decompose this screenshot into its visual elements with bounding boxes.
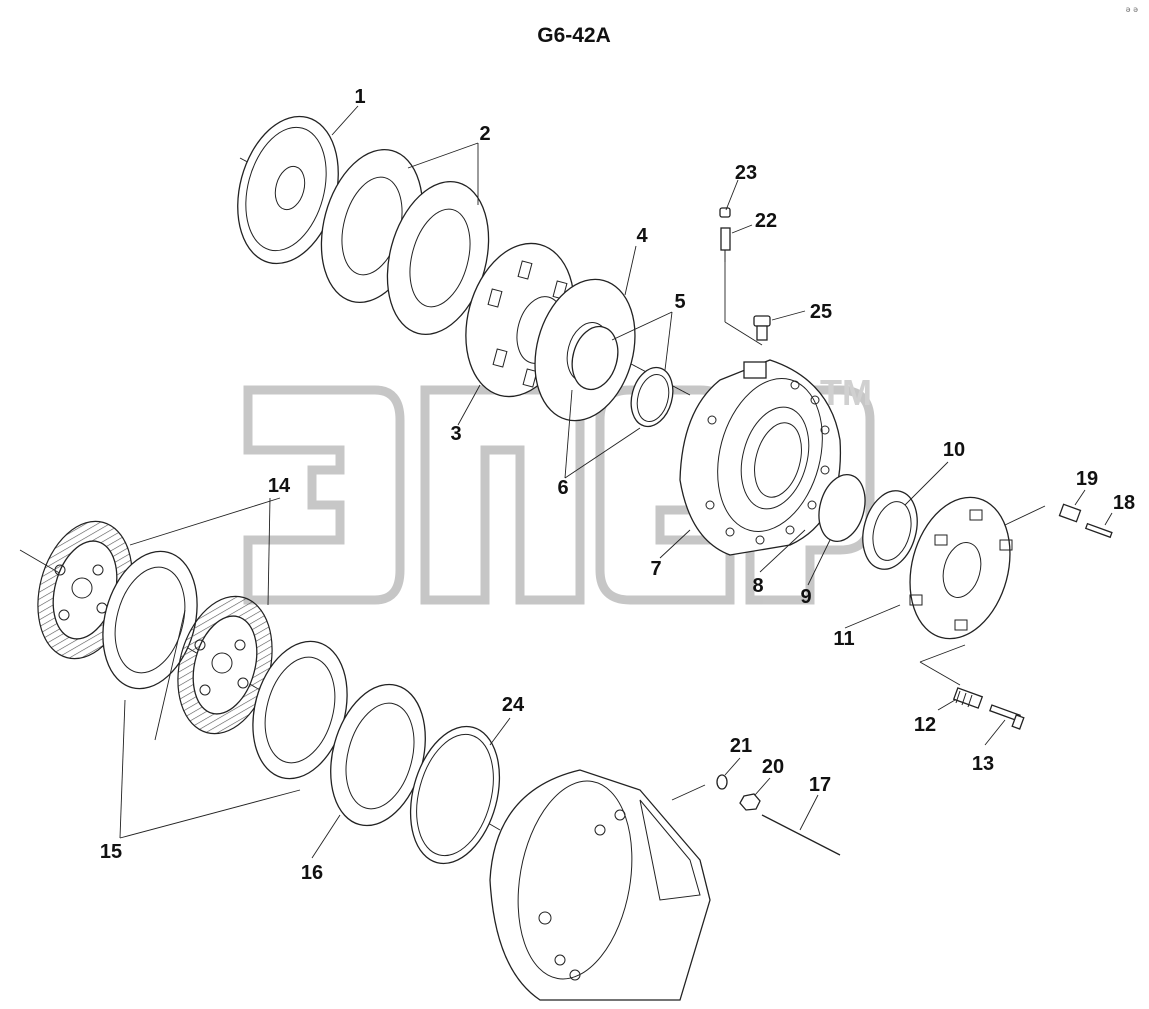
callout-5: 5: [674, 291, 685, 313]
callout-25: 25: [810, 301, 832, 323]
part-5-bearing-ring: [571, 325, 619, 391]
part-18-screw: [1084, 522, 1113, 539]
part-20-nut: [739, 793, 761, 811]
leader-lines: [119, 105, 1113, 859]
callout-16: 16: [301, 862, 323, 884]
axle-housing: [489, 769, 711, 1001]
part-9-ring: [818, 474, 866, 542]
part-2-friction-rings: [320, 148, 490, 336]
part-24-shim: [409, 725, 501, 865]
callout-13: 13: [972, 753, 994, 775]
callout-22: 22: [755, 210, 777, 232]
callout-17: 17: [809, 774, 831, 796]
callout-4: 4: [636, 225, 648, 247]
part-17-stud: [761, 814, 841, 856]
callout-18: 18: [1113, 492, 1135, 514]
callout-21: 21: [730, 735, 752, 757]
part-12-spring: [952, 687, 984, 709]
part-15-friction-disc-b: [177, 595, 273, 735]
part-13-bolt: [989, 704, 1025, 730]
callout-11: 11: [833, 628, 854, 650]
part-7-housing: [679, 359, 842, 556]
callout-labels: 1 2 3 4 5 6 7 8 9 10 11 12 13 14 15 16 1…: [100, 86, 1135, 884]
part-25-plug: [753, 315, 771, 341]
callout-24: 24: [502, 694, 525, 716]
corner-mark: ǝ ǝ: [1126, 5, 1138, 14]
callout-1: 1: [354, 86, 365, 108]
part-21-washer: [716, 774, 728, 790]
callout-9: 9: [800, 586, 811, 608]
callout-19: 19: [1076, 468, 1098, 490]
callout-7: 7: [650, 558, 661, 580]
part-23-cap: [719, 207, 731, 218]
callout-3: 3: [450, 423, 461, 445]
callout-2: 2: [479, 123, 490, 145]
callout-23: 23: [735, 162, 757, 184]
callout-20: 20: [762, 756, 784, 778]
callout-6: 6: [557, 477, 568, 499]
part-14-separator-plate-a: [102, 550, 198, 690]
part-11-end-cover: [909, 496, 1013, 640]
part-19-pin: [1058, 503, 1082, 523]
part-6-seal-ring: [630, 366, 674, 428]
part-22-bleed-screw: [720, 227, 731, 262]
callout-14: 14: [268, 475, 291, 497]
callout-12: 12: [914, 714, 936, 736]
diagram-title: G6-42A: [537, 24, 611, 47]
part-16-retainer: [330, 683, 426, 827]
callout-10: 10: [943, 439, 965, 461]
callout-15: 15: [100, 841, 122, 863]
part-10-bearing: [862, 490, 918, 570]
callout-8: 8: [752, 575, 763, 597]
